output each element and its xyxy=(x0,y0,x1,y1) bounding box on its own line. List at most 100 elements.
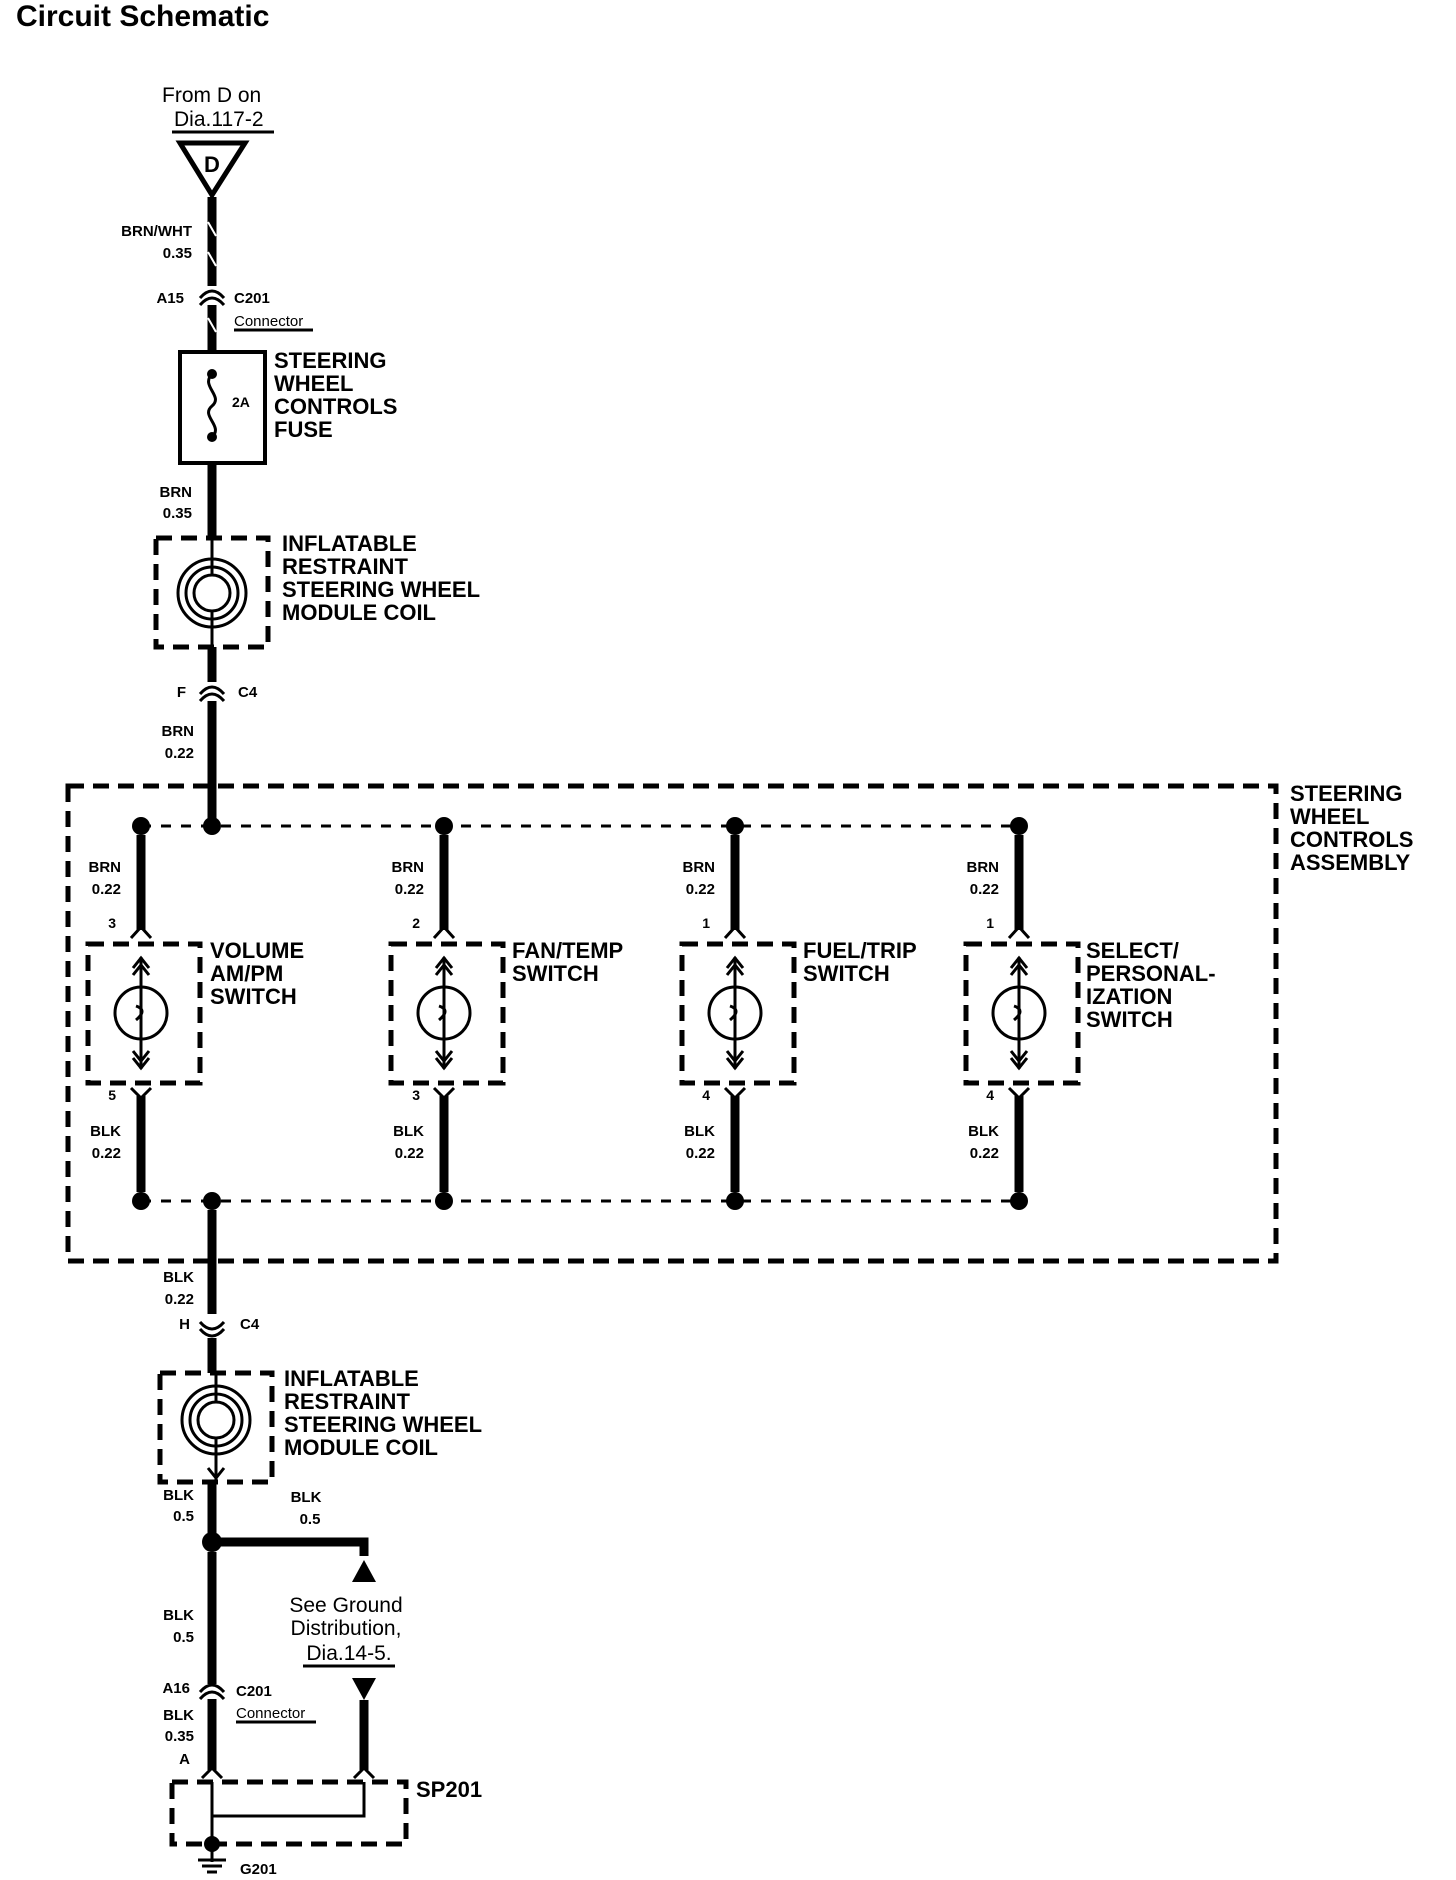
switch-top-gauge: 0.22 xyxy=(686,881,715,898)
c201-pin-label: A15 xyxy=(156,290,184,307)
from-ref-link[interactable]: Dia.117-2 xyxy=(174,108,264,131)
switch-bottom-gauge: 0.22 xyxy=(92,1145,121,1162)
c201-name-label: C201 xyxy=(234,290,270,307)
switch-volume-am-pm[interactable] xyxy=(85,835,203,1192)
switch-bottom-color: BLK xyxy=(90,1123,121,1140)
wire-stripe xyxy=(207,251,217,267)
bus-node xyxy=(203,1192,221,1210)
switch-pin-top xyxy=(129,924,153,940)
switch-fuel-trip[interactable] xyxy=(679,817,797,1210)
switch-top-color: BRN xyxy=(967,859,1000,876)
switch-bottom-gauge: 0.22 xyxy=(970,1145,999,1162)
c201-sub-label: Connector xyxy=(234,313,303,330)
wire-gauge-label: 0.5 xyxy=(300,1511,321,1528)
sp201-internal xyxy=(210,1782,366,1862)
switch-top-pin: 1 xyxy=(702,915,710,931)
from-ref-line1: From D on xyxy=(162,84,261,107)
ground-ref-line: See Ground xyxy=(289,1594,402,1617)
wire-color-label: BLK xyxy=(163,1487,194,1504)
wire-gauge-label: 0.22 xyxy=(165,1291,194,1308)
splice-pin xyxy=(352,1765,376,1780)
from-d-letter: D xyxy=(204,152,220,177)
switch-box xyxy=(963,941,1081,1086)
switch-label-line: FUEL/TRIP xyxy=(803,938,917,963)
bus-node xyxy=(435,1192,453,1210)
bus-node xyxy=(435,817,453,835)
switch-box xyxy=(85,941,203,1086)
switch-label-line: AM/PM xyxy=(210,961,283,986)
switch-top-pin: 1 xyxy=(986,915,994,931)
coil-bottom-label-line: INFLATABLE xyxy=(284,1366,419,1391)
assembly-box[interactable] xyxy=(65,783,1279,1264)
bus-node xyxy=(132,1192,150,1210)
wire-color-label: BLK xyxy=(163,1707,194,1724)
wire-color-label: BLK xyxy=(163,1607,194,1624)
wire-gauge-label: 0.35 xyxy=(163,505,192,522)
switch-label-line: VOLUME xyxy=(210,938,304,963)
c4-connector-symbol xyxy=(198,685,226,696)
coil-arrow xyxy=(206,1467,226,1481)
coil-top-label-line: INFLATABLE xyxy=(282,531,417,556)
coil-top-label-line: STEERING WHEEL xyxy=(282,577,480,602)
wire-gauge-label: 0.5 xyxy=(173,1508,194,1525)
coil-ring xyxy=(192,573,232,613)
switch-bottom-pin: 3 xyxy=(412,1087,420,1103)
from-d-triangle[interactable] xyxy=(175,140,250,200)
c4-connector-symbol xyxy=(198,692,226,703)
wire-stripe xyxy=(207,317,217,333)
bus-node xyxy=(726,1192,744,1210)
fuse-label-line: CONTROLS xyxy=(274,394,397,419)
switch-top-gauge: 0.22 xyxy=(970,881,999,898)
switch-fan-temp[interactable] xyxy=(388,817,506,1210)
c4-name-label: C4 xyxy=(240,1316,260,1333)
switch-top-pin: 2 xyxy=(412,915,420,931)
switch-contact xyxy=(135,1004,144,1022)
c4-connector-symbol xyxy=(198,1320,226,1331)
sp201-label: SP201 xyxy=(416,1777,482,1802)
c4-connector-symbol xyxy=(198,1327,226,1338)
page-title: Circuit Schematic xyxy=(16,0,269,33)
fuse-box[interactable] xyxy=(178,350,267,465)
switch-top-pin: 3 xyxy=(108,915,116,931)
switch-arrow xyxy=(1009,1050,1029,1071)
fuse-label-line: WHEEL xyxy=(274,371,353,396)
switch-top-color: BRN xyxy=(683,859,716,876)
switch-top-color: BRN xyxy=(89,859,122,876)
switch-pin-top xyxy=(1007,924,1031,940)
switch-arrow xyxy=(131,1050,151,1071)
c201-connector-symbol xyxy=(198,296,226,307)
wire-gauge-label: 0.5 xyxy=(173,1629,194,1646)
ground-ref-link[interactable]: Dia.14-5. xyxy=(306,1642,391,1665)
wire-blk-ground-branch[interactable] xyxy=(212,1537,369,1556)
assembly-label-line: ASSEMBLY xyxy=(1290,850,1411,875)
fuse-element xyxy=(207,372,217,439)
switch-box xyxy=(388,941,506,1086)
switch-arrow xyxy=(725,1050,745,1071)
sp201-box[interactable] xyxy=(169,1779,409,1847)
c201-pin2-label: A xyxy=(179,1751,190,1768)
wire-color-label: BLK xyxy=(163,1269,194,1286)
ground-ref-line: Distribution, xyxy=(291,1617,402,1640)
fuse-label-line: FUSE xyxy=(274,417,333,442)
switch-top-gauge: 0.22 xyxy=(395,881,424,898)
coil-ring xyxy=(196,1400,236,1440)
switch-label-line: SWITCH xyxy=(803,961,890,986)
c201-connector-symbol xyxy=(198,289,226,300)
coil-bottom-label-line: STEERING WHEEL xyxy=(284,1412,482,1437)
wire-color-label: BLK xyxy=(291,1489,322,1506)
switch-label-line: SWITCH xyxy=(512,961,599,986)
c4-pin-label: H xyxy=(179,1316,190,1333)
c4-pin-label: F xyxy=(177,684,186,701)
switch-label-line: SELECT/ xyxy=(1086,938,1179,963)
switch-label-line: SWITCH xyxy=(1086,1007,1173,1032)
switch-bottom-pin: 4 xyxy=(702,1087,710,1103)
c201-connector-symbol xyxy=(198,1690,226,1701)
switch-arrow xyxy=(1009,955,1029,976)
coil-top-label-line: RESTRAINT xyxy=(282,554,408,579)
switch-label-line: IZATION xyxy=(1086,984,1172,1009)
splice-pin xyxy=(200,1765,224,1780)
switch-top-color: BRN xyxy=(392,859,425,876)
switch-select-personalization[interactable] xyxy=(963,817,1081,1210)
assembly-label-line: CONTROLS xyxy=(1290,827,1413,852)
wire-gauge-label: 0.35 xyxy=(165,1728,194,1745)
